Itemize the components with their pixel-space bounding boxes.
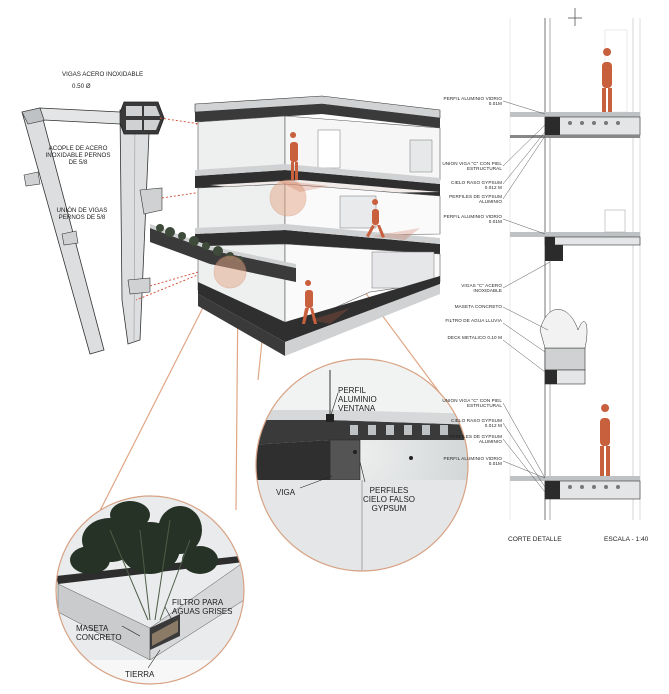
section-label-11: CIELO RASO GYPSUM 0.012 m: [451, 418, 502, 429]
window-zoom-circle: [255, 358, 469, 572]
label-filtro: FILTRO PARA AGUAS GRISES: [172, 598, 233, 617]
section-label-4: PERFILES DE GYPSUM ALUMINIO: [449, 194, 502, 205]
section-label-2: UNION VIGA "C" CON PIEL ESTRUCTURAL: [442, 161, 502, 172]
section-label-9: DECK METALICO 0.10 m: [447, 335, 502, 340]
building-axonometric: [150, 95, 441, 356]
section-label-1: PERFIL ALUMINIO VIDRIO 0.01m: [443, 96, 502, 107]
label-vigas-acero: VIGAS ACERO INOXIDABLE: [62, 71, 144, 78]
section-planter: [539, 309, 588, 385]
beam-detail: [21, 101, 330, 355]
label-tierra: TIERRA: [125, 670, 155, 679]
label-vigas-diam: 0.50 Ø: [72, 83, 91, 90]
section-label-6: VIGAS "C" ACERO INOXIDABLE: [461, 283, 502, 294]
section-label-10: UNION VIGA "C" CON PIEL ESTRUCTURAL: [442, 398, 502, 409]
section-title: CORTE DETALLE: [508, 536, 562, 543]
section-detail: [502, 8, 641, 520]
section-label-13: PERFIL ALUMINIO VIDRIO 0.01m: [443, 456, 502, 467]
section-label-7: MASETA CONCRETO: [454, 304, 502, 309]
section-slab-2: [510, 232, 641, 261]
planter-zoom-circle: [55, 495, 245, 685]
section-scale: ESCALA - 1:40: [604, 536, 649, 543]
label-perfiles-cielo: PERFILES CIELO FALSO GYPSUM: [362, 486, 416, 514]
section-label-8: FILTRO DE AGUA LLUVIA: [445, 318, 502, 323]
section-label-5: PERFIL ALUMINIO VIDRIO 0.01m: [443, 214, 502, 225]
section-label-3: CIELO RASO GYPSUM 0.012 m: [451, 180, 502, 191]
label-perfil-ventana: PERFIL ALUMINIO VENTANA: [338, 386, 377, 414]
human-figures: [290, 132, 385, 324]
label-union-vigas: UNIÓN DE VIGAS PERNOS DE 5/8: [56, 207, 108, 221]
section-label-12: PERFILES DE GYPSUM ALUMINIO: [449, 434, 502, 445]
label-acople: ACOPLE DE ACERO INOXIDABLE PERNOS DE 5/8: [45, 145, 111, 166]
section-slab-3: [510, 476, 641, 500]
section-slab-1: [510, 112, 641, 138]
label-viga: VIGA: [276, 488, 296, 497]
label-maseta: MASETA CONCRETO: [76, 624, 122, 643]
